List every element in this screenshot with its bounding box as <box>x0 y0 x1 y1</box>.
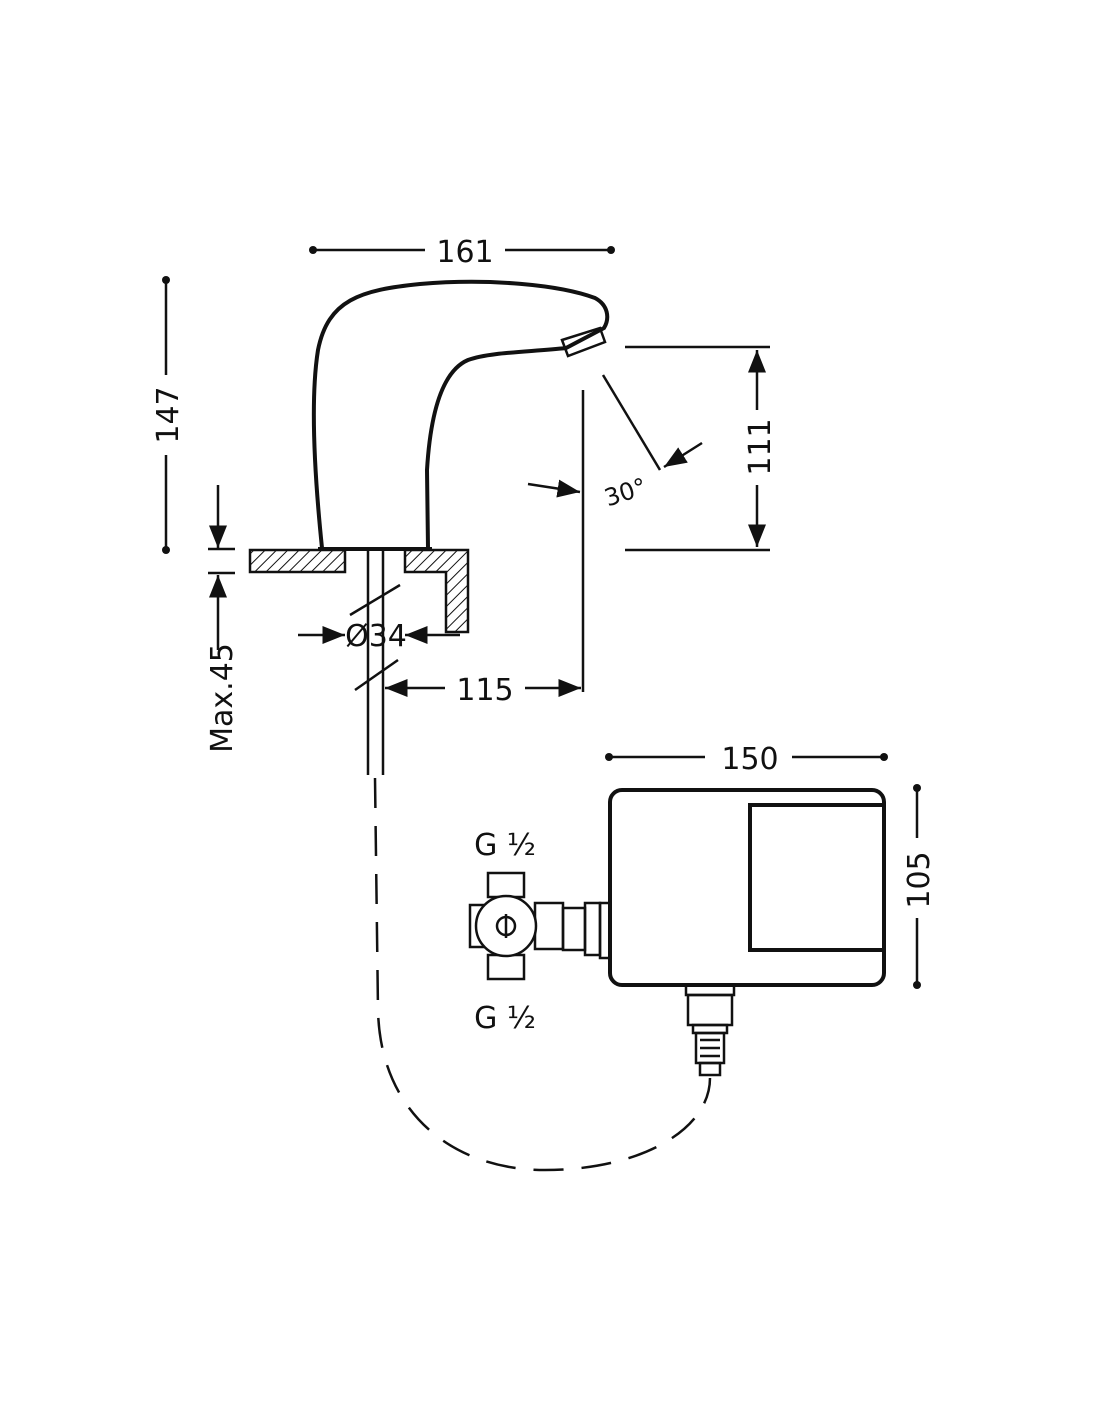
dimension-box-height-105: 105 <box>902 784 937 989</box>
dimension-spout-height-111: 111 <box>625 345 778 552</box>
label-diameter-34: Ø34 <box>345 619 407 654</box>
label-111: 111 <box>743 418 778 475</box>
faucet-body <box>311 279 610 549</box>
dimension-diameter-34: Ø34 <box>298 619 460 654</box>
countertop <box>248 547 470 634</box>
dimension-box-width-150: 150 <box>605 742 888 777</box>
dimension-width-161: 161 <box>309 235 615 270</box>
spout-nozzle <box>560 326 607 358</box>
label-105: 105 <box>902 851 937 908</box>
stop-valve: G ½ G ½ <box>468 828 602 1036</box>
dimension-height-147: 147 <box>151 276 186 554</box>
dimension-reach-115: 115 <box>385 390 585 708</box>
control-box <box>598 788 886 1077</box>
label-max-45: Max.45 <box>205 643 240 753</box>
label-115: 115 <box>456 673 513 708</box>
label-thread-bottom: G ½ <box>474 1001 536 1036</box>
supply-pipes <box>349 550 401 775</box>
label-150: 150 <box>721 742 778 777</box>
flexible-hose <box>373 777 712 1172</box>
dimension-max-45: Max.45 <box>205 485 240 753</box>
label-thread-top: G ½ <box>474 828 536 863</box>
label-30-degrees: 30° <box>601 473 650 513</box>
dimension-angle-30: 30° <box>527 374 703 513</box>
label-161: 161 <box>436 235 493 270</box>
label-147: 147 <box>151 386 186 443</box>
